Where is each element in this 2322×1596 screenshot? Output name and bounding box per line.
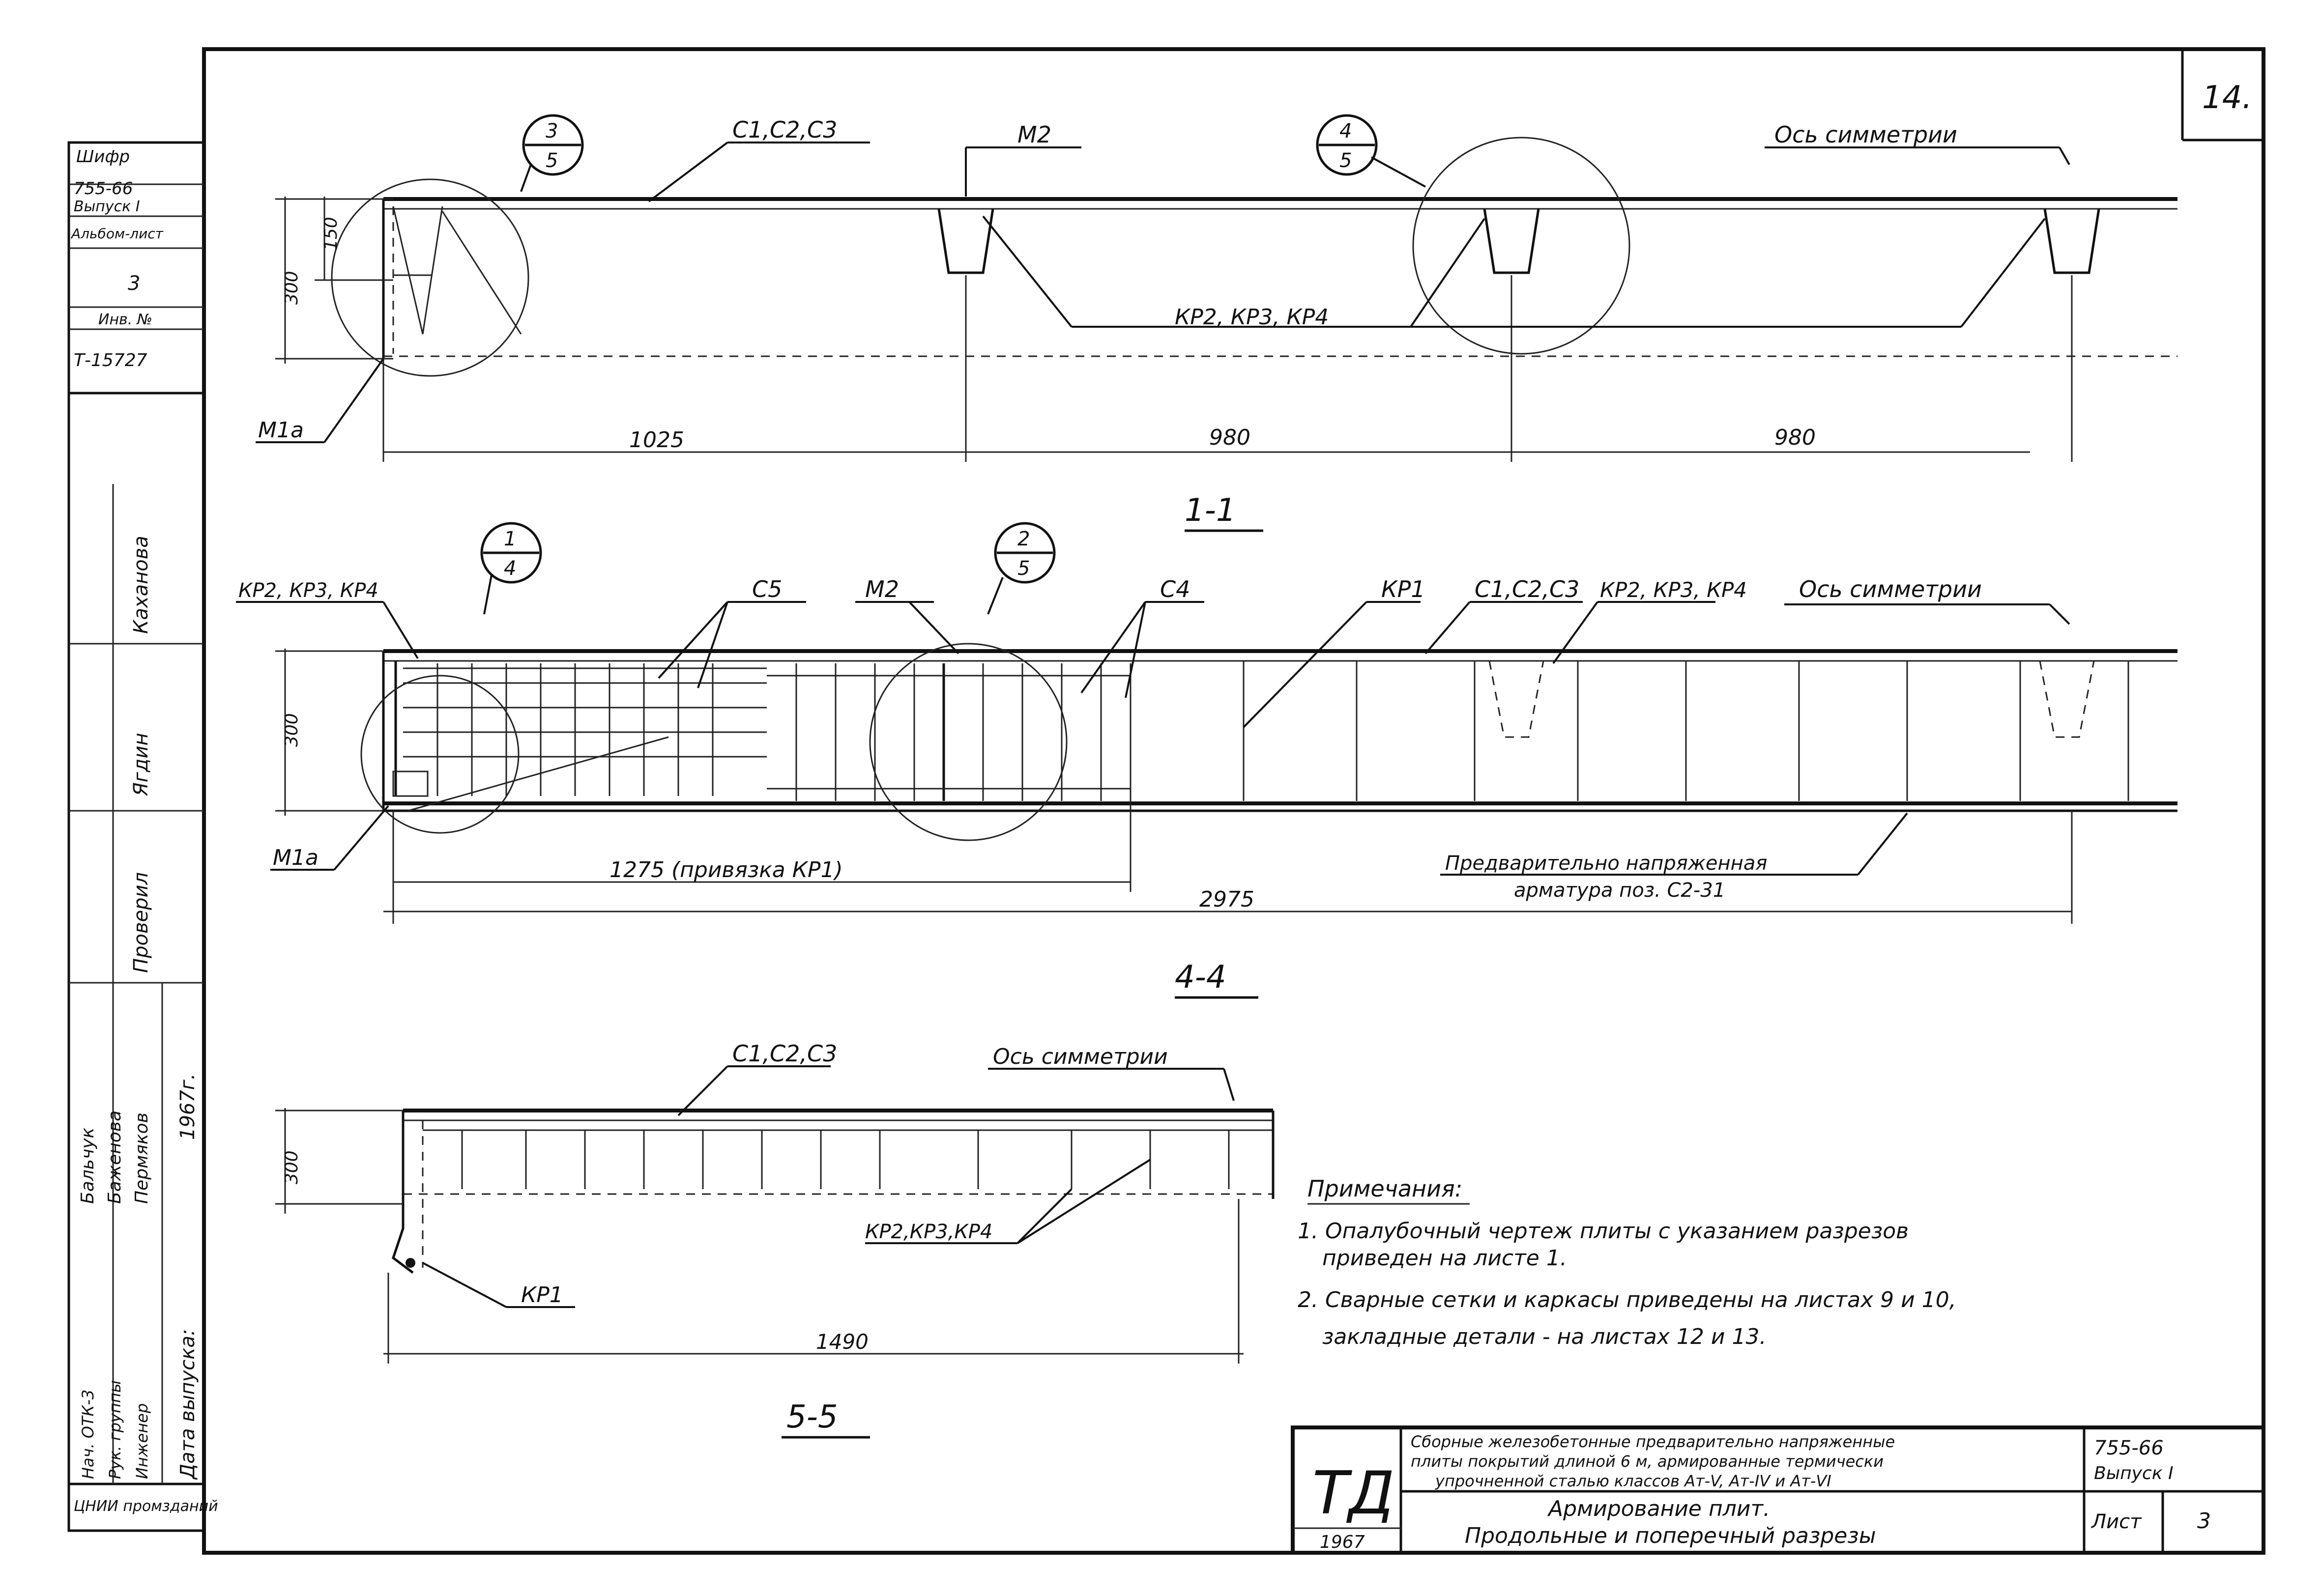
tb-subject-line1: Армирование плит. [1547, 1496, 1770, 1521]
s55-dim-1490: 1490 [816, 1330, 869, 1354]
s11-label-axis: Ось симметрии [1774, 121, 1957, 148]
s44-dim-2975: 2975 [1199, 887, 1254, 912]
inv-label: Инв. № [98, 311, 152, 328]
s44-callout-2-top: 2 [1017, 528, 1030, 550]
name-2: Ягдин [130, 733, 152, 797]
strip-year: 1967г. [176, 1073, 199, 1140]
s55-label-axis: Ось симметрии [993, 1044, 1168, 1069]
s44-label-c5: С5 [752, 576, 782, 602]
s44-note-line2: арматура поз. С2-31 [1514, 879, 1725, 902]
note-1-line2: приведен на листе 1. [1322, 1246, 1567, 1271]
code-value: 755-66 [74, 179, 133, 199]
tb-sheet-value: 3 [2197, 1509, 2211, 1534]
role-1: Нач. ОТК-3 [79, 1390, 97, 1479]
issue-label: Выпуск I [74, 198, 140, 215]
s11-label-kr: КР2, КР3, КР4 [1175, 305, 1329, 330]
sheet-frame [202, 47, 2265, 1555]
inv-value: Т-15727 [74, 350, 147, 370]
institute: ЦНИИ промзданий [74, 1498, 218, 1515]
s44-label-kr1: КР1 [1381, 576, 1425, 602]
tb-code: 755-66 [2094, 1437, 2164, 1459]
s11-label-m2: М2 [1017, 121, 1051, 148]
tb-subject-line2: Продольные и поперечный разрезы [1465, 1523, 1876, 1548]
note-2-line2: закладные детали - на листах 12 и 13. [1322, 1324, 1766, 1349]
album-sheet-label: Альбом-лист [70, 226, 164, 242]
s44-label-c123: С1,С2,С3 [1475, 576, 1579, 602]
s44-title: 4-4 [1175, 959, 1226, 996]
s55-label-kr1: КР1 [521, 1282, 563, 1308]
s11-dim-1025: 1025 [629, 428, 684, 453]
notes-block: Примечания: 1. Опалубочный чертеж плиты … [1298, 1175, 1956, 1349]
s44-label-m1a: М1а [273, 845, 319, 870]
kr1-bar-dot [406, 1258, 415, 1268]
logo: ТД [1312, 1459, 1394, 1528]
s11-label-m1a: М1а [258, 418, 304, 443]
tb-year: 1967 [1320, 1532, 1365, 1552]
section-4-4: 300 1275 (привязка КР1) 2975 КР2, КР3, К… [236, 522, 2177, 999]
sheet-number: 14. [2202, 80, 2252, 116]
s11-callout-1-bottom: 5 [546, 149, 558, 172]
s44-note-line1: Предварительно напряженная [1445, 852, 1767, 875]
tb-sheet-label: Лист [2090, 1510, 2142, 1533]
s44-label-c4: С4 [1160, 576, 1190, 602]
name-1: Каханова [130, 536, 152, 634]
s44-label-m2: М2 [865, 576, 899, 602]
s11-callout-2-bottom: 5 [1339, 149, 1352, 172]
s55-label-kr: КР2,КР3,КР4 [865, 1221, 992, 1243]
s44-label-axis: Ось симметрии [1799, 576, 1982, 602]
s11-label-c123: С1,С2,С3 [732, 116, 837, 143]
s44-label-kr-right: КР2, КР3, КР4 [1600, 578, 1747, 602]
s11-dim-150: 150 [321, 217, 341, 251]
tb-desc-line1: Сборные железобетонные предварительно на… [1411, 1432, 1895, 1451]
album-sheet-value: 3 [128, 272, 140, 295]
s55-label-c123: С1,С2,С3 [732, 1040, 837, 1067]
role-2: Рук. группы [106, 1380, 124, 1479]
s44-callout-2-bottom: 5 [1017, 557, 1030, 580]
name-3: Проверил [130, 872, 152, 973]
s11-dim-300: 300 [282, 271, 302, 305]
tb-issue: Выпуск I [2094, 1463, 2174, 1483]
staff-3: Пермяков [132, 1112, 152, 1204]
s44-callout-1-bottom: 4 [504, 557, 516, 580]
s11-title: 1-1 [1185, 492, 1236, 529]
left-strip: Шифр 755-66 Выпуск I Альбом-лист 3 Инв. … [67, 141, 218, 1532]
staff-2: Баженова [105, 1111, 125, 1204]
note-1-line1: 1. Опалубочный чертеж плиты с указанием … [1298, 1219, 1909, 1244]
s11-callout-2-top: 4 [1339, 120, 1352, 142]
note-2-line1: 2. Сварные сетки и каркасы приведены на … [1298, 1287, 1956, 1312]
s55-dim-300: 300 [282, 1150, 302, 1184]
s11-dim-980a: 980 [1209, 425, 1250, 450]
s44-dim-1275: 1275 (привязка КР1) [610, 857, 843, 883]
role-3: Инженер [133, 1403, 151, 1479]
s11-callout-1-top: 3 [546, 120, 558, 142]
s44-callout-1-top: 1 [504, 528, 516, 550]
tb-desc-line2: плиты покрытий длиной 6 м, армированные … [1411, 1452, 1884, 1471]
section-5-5: 300 1490 С1,С2,С3 Ось симметрии КР2,КР3,… [275, 1040, 1275, 1439]
issue-date-label: Дата выпуска: [176, 1329, 199, 1480]
staff-1: Бальчук [78, 1127, 98, 1204]
s55-title: 5-5 [786, 1399, 838, 1435]
section-1-1: 300 150 1025 980 980 С1,С2,С3 М2 Ось сим… [256, 114, 2177, 532]
left-strip-frame [67, 141, 205, 1532]
tb-desc-line3: упрочненной сталью классов Ат-V, Ат-IV и… [1435, 1472, 1831, 1490]
s11-dim-980b: 980 [1774, 425, 1816, 450]
notes-heading: Примечания: [1307, 1175, 1462, 1202]
code-label: Шифр [76, 147, 130, 167]
title-block: ТД 1967 Сборные железобетонные предварит… [1291, 1425, 2265, 1555]
s44-label-kr-left: КР2, КР3, КР4 [238, 579, 378, 602]
s44-dim-300: 300 [282, 713, 302, 747]
